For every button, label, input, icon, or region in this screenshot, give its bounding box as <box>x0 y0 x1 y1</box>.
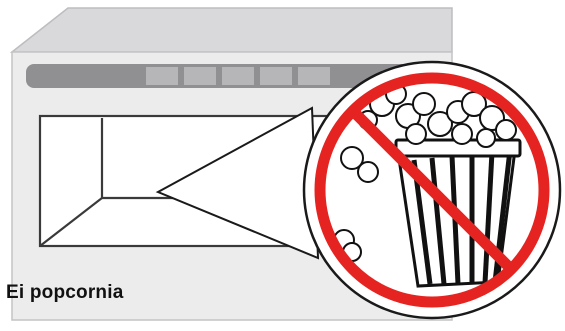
popcorn-kernel <box>406 124 426 144</box>
popcorn-kernel <box>496 120 516 140</box>
caption-label: Ei popcornia <box>6 282 123 304</box>
panel-button <box>146 67 178 85</box>
panel-button <box>298 67 330 85</box>
popcorn-kernel <box>413 93 435 115</box>
control-panel-buttons <box>146 67 330 85</box>
popcorn-kernel <box>477 129 495 147</box>
panel-button <box>222 67 254 85</box>
panel-button <box>260 67 292 85</box>
popcorn-kernel <box>452 124 472 144</box>
popcorn-kernel <box>358 162 378 182</box>
oven-top-surface <box>12 8 452 52</box>
panel-button <box>184 67 216 85</box>
